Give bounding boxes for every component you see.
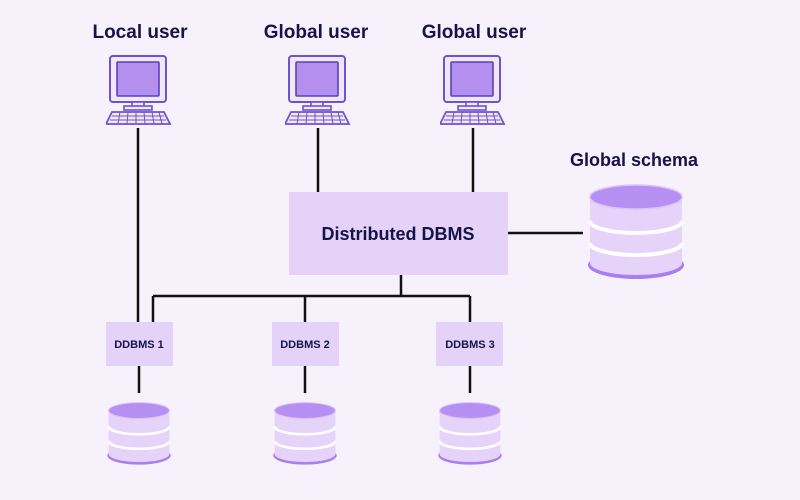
node-label: DDBMS 1 xyxy=(114,339,164,351)
node-label: DDBMS 3 xyxy=(445,339,495,351)
computer-icon xyxy=(285,55,350,125)
user-label: Local user xyxy=(92,22,188,43)
database-icon xyxy=(588,185,684,279)
node-box xyxy=(272,322,339,366)
connector-lines xyxy=(136,128,583,393)
ddbms-node-3: DDBMS 3 xyxy=(436,322,503,467)
database-icon xyxy=(106,401,172,467)
global-schema: Global schema xyxy=(570,150,699,279)
node-box xyxy=(106,322,173,366)
distributed-dbms-box: Distributed DBMS xyxy=(289,192,508,275)
user-global-1: Global user xyxy=(264,22,369,125)
computer-icon xyxy=(440,55,505,125)
user-global-2: Global user xyxy=(422,22,527,125)
ddbms-node-1: DDBMS 1 xyxy=(106,322,173,467)
dbms-box-bg xyxy=(289,192,508,275)
node-label: DDBMS 2 xyxy=(280,339,330,351)
database-icon xyxy=(272,401,338,467)
computer-icon xyxy=(106,55,171,125)
node-box xyxy=(436,322,503,366)
dbms-label: Distributed DBMS xyxy=(322,224,475,244)
schema-label: Global schema xyxy=(570,150,699,170)
user-local: Local user xyxy=(92,22,188,125)
user-label: Global user xyxy=(264,22,369,43)
ddbms-node-2: DDBMS 2 xyxy=(272,322,339,467)
user-label: Global user xyxy=(422,22,527,43)
database-icon xyxy=(437,401,503,467)
